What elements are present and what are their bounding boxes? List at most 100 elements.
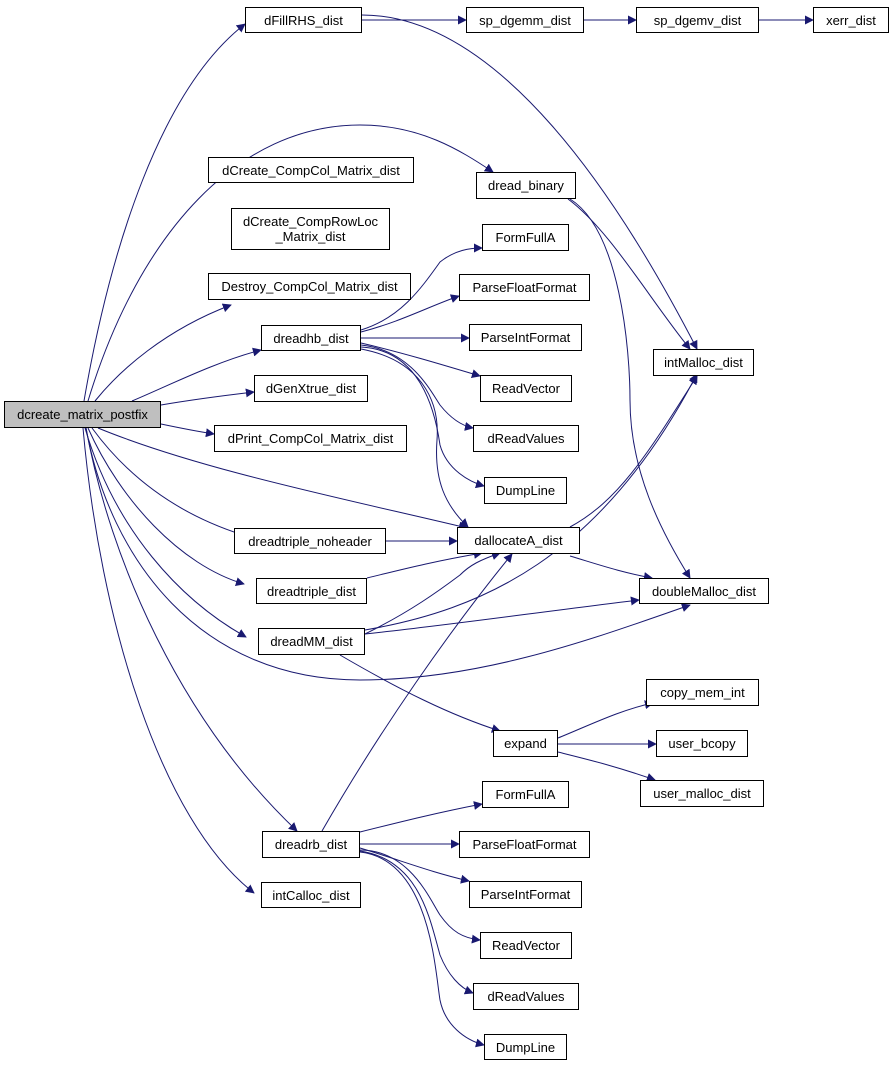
node-doublemalloc-dist[interactable]: doubleMalloc_dist: [639, 578, 769, 604]
node-label: dcreate_matrix_postfix: [17, 407, 148, 422]
node-xerr-dist[interactable]: xerr_dist: [813, 7, 889, 33]
node-copy-mem-int[interactable]: copy_mem_int: [646, 679, 759, 706]
node-label: dFillRHS_dist: [264, 12, 343, 28]
node-dreadtriple-dist[interactable]: dreadtriple_dist: [256, 578, 367, 604]
node-readvector-2[interactable]: ReadVector: [480, 932, 572, 959]
node-sp-dgemv-dist[interactable]: sp_dgemv_dist: [636, 7, 759, 33]
node-label: dCreate_CompCol_Matrix_dist: [222, 162, 400, 178]
call-edge: [131, 347, 262, 402]
node-parsefloatformat-2[interactable]: ParseFloatFormat: [459, 831, 590, 858]
node-dreadmm-dist[interactable]: dreadMM_dist: [258, 628, 365, 655]
call-edge: [85, 427, 691, 681]
node-dcreate-matrix-postfix: dcreate_matrix_postfix: [4, 401, 161, 428]
node-dumpline-2[interactable]: DumpLine: [484, 1034, 567, 1060]
node-intmalloc-dist[interactable]: intMalloc_dist: [653, 349, 754, 376]
node-parsefloatformat-1[interactable]: ParseFloatFormat: [459, 274, 590, 301]
call-edge: [360, 294, 460, 333]
call-edge: [364, 551, 501, 635]
call-edge: [364, 596, 640, 635]
node-label: dGenXtrue_dist: [265, 381, 357, 396]
node-dreadvalues-1[interactable]: dReadValues: [473, 425, 579, 452]
node-dreadhb-dist[interactable]: dreadhb_dist: [261, 325, 361, 351]
call-edge: [359, 850, 474, 995]
node-label: dreadhb_dist: [273, 330, 349, 346]
node-label: sp_dgemm_dist: [479, 12, 571, 28]
call-edge: [83, 23, 246, 402]
call-edge: [91, 427, 244, 537]
node-label: dReadValues: [487, 431, 565, 446]
node-dread-binary[interactable]: dread_binary: [476, 172, 576, 199]
node-formfulla-1[interactable]: FormFullA: [482, 224, 569, 251]
node-dumpline-1[interactable]: DumpLine: [484, 477, 567, 504]
node-label: dreadtriple_noheader: [248, 533, 372, 549]
call-edge: [569, 555, 653, 581]
call-edge: [569, 375, 698, 528]
call-edge: [557, 751, 656, 782]
call-edge: [359, 801, 483, 833]
call-edge: [359, 851, 485, 1048]
call-edge: [569, 198, 691, 579]
node-label: dread_binary: [488, 178, 564, 193]
node-dfillrhs-dist[interactable]: dFillRHS_dist: [245, 7, 362, 33]
node-label: dreadtriple_dist: [267, 583, 356, 599]
call-edge: [360, 243, 483, 331]
node-label: DumpLine: [495, 1039, 556, 1055]
node-label: intCalloc_dist: [272, 887, 350, 903]
call-edge: [360, 344, 474, 431]
node-dreadtriple-noheader[interactable]: dreadtriple_noheader: [234, 528, 386, 554]
node-dreadvalues-2[interactable]: dReadValues: [473, 983, 579, 1010]
node-dcreate-compcol-matrix-dist[interactable]: dCreate_CompCol_Matrix_dist: [208, 157, 414, 183]
node-dprint-compcol-matrix-dist[interactable]: dPrint_CompCol_Matrix_dist: [214, 425, 407, 452]
node-label: dreadMM_dist: [270, 634, 353, 649]
call-edge: [366, 549, 483, 579]
node-label: FormFullA: [495, 230, 556, 245]
node-label: dReadValues: [487, 989, 565, 1004]
node-dgenxtrue-dist[interactable]: dGenXtrue_dist: [254, 375, 368, 402]
node-user-bcopy[interactable]: user_bcopy: [656, 730, 748, 757]
call-edge: [360, 346, 485, 489]
node-user-malloc-dist[interactable]: user_malloc_dist: [640, 780, 764, 807]
node-label-line-1: dCreate_CompRowLoc: [242, 214, 379, 229]
call-edge: [361, 14, 698, 350]
node-label: ParseIntFormat: [480, 887, 571, 902]
call-edge: [97, 427, 468, 531]
node-label: user_malloc_dist: [653, 786, 751, 801]
node-formfulla-2[interactable]: FormFullA: [482, 781, 569, 808]
node-sp-dgemm-dist[interactable]: sp_dgemm_dist: [466, 7, 584, 33]
node-label: sp_dgemv_dist: [653, 12, 742, 28]
node-dallocatea-dist[interactable]: dallocateA_dist: [457, 527, 580, 554]
call-edge: [84, 427, 247, 638]
node-label: intMalloc_dist: [664, 355, 743, 370]
call-edge: [321, 553, 513, 832]
call-edge: [364, 373, 698, 631]
node-intcalloc-dist[interactable]: intCalloc_dist: [261, 882, 361, 908]
call-edge: [339, 654, 501, 733]
node-label: ParseIntFormat: [480, 330, 571, 345]
call-edge: [360, 348, 469, 528]
node-destroy-compcol-matrix-dist[interactable]: Destroy_CompCol_Matrix_dist: [208, 273, 411, 300]
node-label: DumpLine: [495, 483, 556, 498]
node-label: dreadrb_dist: [274, 837, 348, 852]
node-readvector-1[interactable]: ReadVector: [480, 375, 572, 402]
node-parseintformat-1[interactable]: ParseIntFormat: [469, 324, 582, 351]
node-dreadrb-dist[interactable]: dreadrb_dist: [262, 831, 360, 858]
node-label: doubleMalloc_dist: [651, 583, 757, 599]
call-edge: [360, 342, 481, 378]
node-label: ParseFloatFormat: [472, 837, 577, 852]
call-edge: [557, 700, 654, 739]
node-expand[interactable]: expand: [493, 730, 558, 757]
node-label: ReadVector: [492, 381, 560, 396]
node-label: dallocateA_dist: [474, 533, 563, 548]
call-edge: [567, 198, 691, 350]
node-dcreate-comprowloc-matrix-dist[interactable]: dCreate_CompRowLoc _Matrix_dist: [231, 208, 390, 250]
node-label: xerr_dist: [826, 12, 876, 28]
node-label: ReadVector: [492, 938, 560, 953]
call-edge: [160, 423, 215, 438]
node-label: expand: [504, 736, 547, 751]
node-parseintformat-2[interactable]: ParseIntFormat: [469, 881, 582, 908]
call-edge: [359, 849, 481, 944]
call-edge: [160, 388, 255, 406]
call-edge: [87, 124, 494, 402]
node-label: dPrint_CompCol_Matrix_dist: [227, 431, 394, 446]
